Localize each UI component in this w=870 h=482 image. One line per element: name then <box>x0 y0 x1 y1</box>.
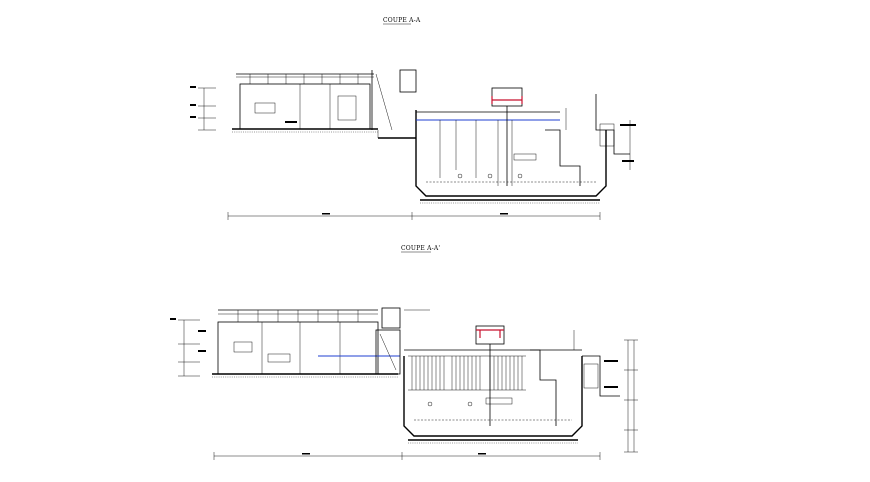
tower-box <box>381 307 401 329</box>
dimension-tag <box>322 213 330 215</box>
building-outline <box>217 321 379 375</box>
stair-flight <box>379 333 397 371</box>
valve-symbol <box>487 173 493 179</box>
basin-outline <box>415 110 607 197</box>
valve-symbol <box>427 401 433 407</box>
elevation-tag <box>190 116 196 118</box>
building-left <box>232 73 378 133</box>
outlet-wall <box>582 355 620 397</box>
equipment-box <box>233 341 253 353</box>
building-left <box>212 309 400 378</box>
dimension-tag <box>302 453 310 455</box>
elevation-tag <box>198 350 206 352</box>
scraper-carriage <box>475 325 505 426</box>
section-top: COUPE A-A <box>190 17 636 220</box>
equipment-box <box>337 95 357 121</box>
elevation-tag <box>604 360 618 362</box>
basin-main <box>415 108 607 204</box>
elevation-markers-left <box>170 318 206 377</box>
tower-middle <box>371 69 417 139</box>
stair-well <box>375 329 401 375</box>
elevation-tag <box>198 330 206 332</box>
section-title: COUPE A-A' <box>401 245 440 252</box>
elevation-tag <box>190 86 196 88</box>
equipment-box <box>254 102 276 114</box>
equipment-box <box>513 153 537 161</box>
dimension-tag <box>500 213 508 215</box>
elevation-tag <box>620 124 636 126</box>
equipment-box <box>267 353 291 363</box>
basin-outline <box>403 356 583 437</box>
valve-symbol <box>517 173 523 179</box>
valve-symbol <box>467 401 473 407</box>
section-title: COUPE A-A <box>383 17 421 24</box>
outlet-box <box>583 363 599 389</box>
basin-main <box>403 330 583 444</box>
elevation-tag <box>622 160 634 162</box>
elevation-tag <box>170 318 176 320</box>
elevation-tag <box>190 104 196 106</box>
scraper-carriage <box>491 87 523 186</box>
section-bottom: COUPE A-A' <box>170 245 638 460</box>
stair-flight <box>375 73 393 131</box>
elevation-tag <box>604 386 618 388</box>
overall-dimension-bottom <box>213 452 601 460</box>
elevation-markers-left <box>190 86 216 131</box>
valve-symbol <box>457 173 463 179</box>
outlet-box <box>599 123 615 147</box>
outlet-chamber-right <box>582 339 638 453</box>
equipment-box <box>485 397 513 405</box>
tower-box <box>399 69 417 93</box>
building-outline <box>239 83 371 130</box>
dimension-tag <box>478 453 486 455</box>
weir-wall <box>545 129 581 186</box>
tower-middle <box>375 307 430 375</box>
outlet-chamber-right <box>595 94 636 170</box>
overall-dimension-top <box>227 212 601 220</box>
carriage-frame <box>491 87 523 107</box>
lamella-packs <box>408 355 526 391</box>
level-tag <box>285 121 297 123</box>
weir-wall <box>530 349 557 426</box>
